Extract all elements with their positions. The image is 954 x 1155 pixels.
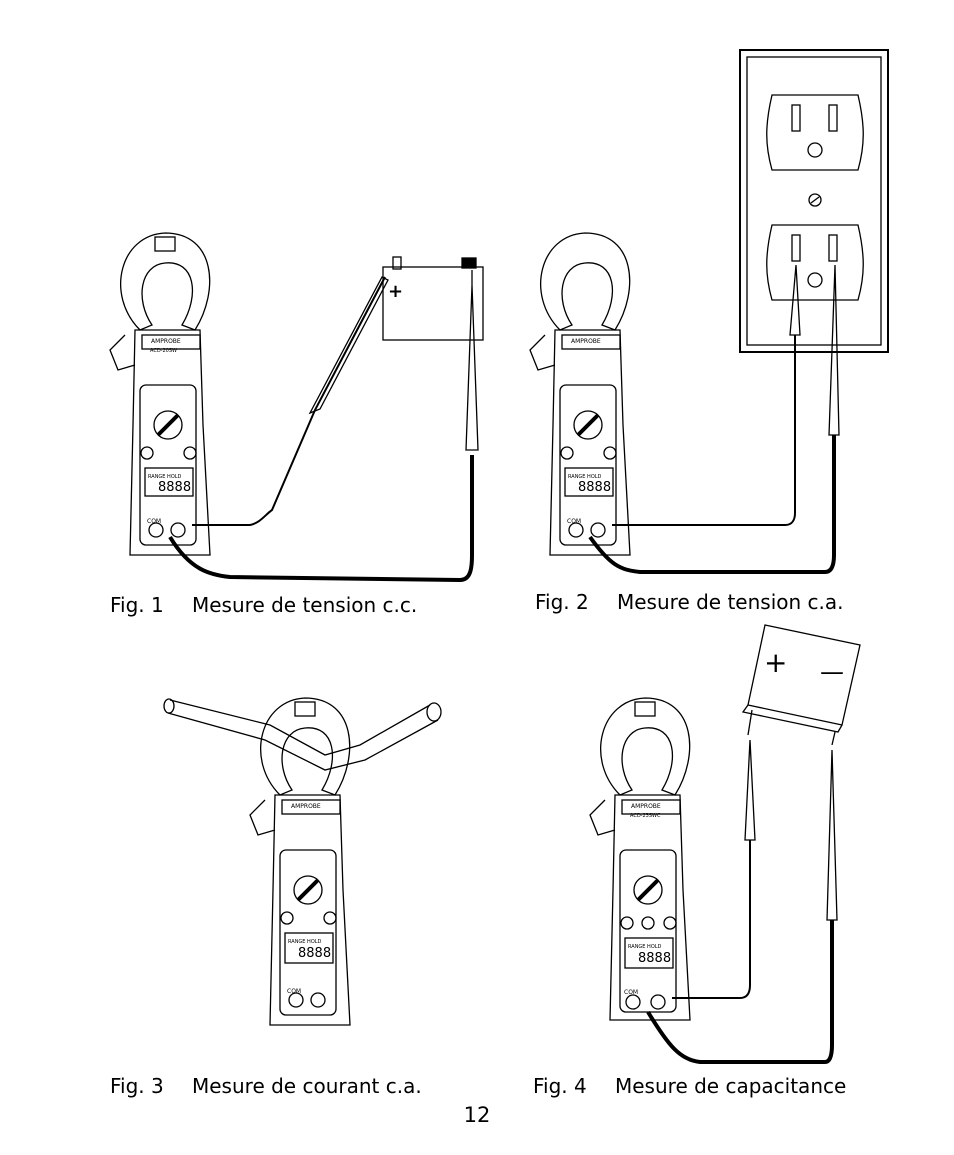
lcd-digits-4: 8888 (638, 951, 671, 966)
lcd-digits-2: 8888 (578, 480, 611, 495)
brand-label-4: AMPROBE (631, 803, 661, 810)
figure-2-illustration: AMPROBE RANGE HOLD 8888 COM (529, 49, 889, 574)
page-number: 12 (463, 1103, 491, 1127)
figure-3-title: Mesure de courant c.a. (192, 1074, 422, 1098)
lcd-header-3: RANGE HOLD (288, 939, 322, 945)
figure-1-illustration: AMPROBE ACD-20SW RANGE HOLD 8888 COM + (109, 232, 484, 583)
lcd-header-4: RANGE HOLD (628, 944, 662, 950)
figure-4-title: Mesure de capacitance (615, 1074, 847, 1098)
com-label-2: COM (567, 518, 581, 525)
figure-3-number: Fig. 3 (110, 1074, 164, 1098)
com-label-4: COM (624, 989, 638, 996)
brand-label-2: AMPROBE (571, 338, 601, 345)
lcd-header-2: RANGE HOLD (568, 474, 602, 480)
figure-2-number: Fig. 2 (535, 590, 589, 614)
figure-2-title: Mesure de tension c.a. (617, 590, 844, 614)
figure-4-illustration: AMPROBE ACD-23SWC RANGE HOLD 8888 COM + … (589, 624, 861, 1064)
com-label-1: COM (147, 518, 161, 525)
figure-4-caption: Fig. 4 Mesure de capacitance (533, 1074, 846, 1098)
figure-3-caption: Fig. 3 Mesure de courant c.a. (110, 1074, 422, 1098)
figure-4-number: Fig. 4 (533, 1074, 587, 1098)
brand-label-1: AMPROBE (151, 338, 181, 345)
lcd-header-1: RANGE HOLD (148, 474, 182, 480)
capacitor-plus-sign: + (764, 646, 787, 679)
battery-plus-sign: + (388, 281, 403, 302)
lcd-digits-1: 8888 (158, 480, 191, 495)
capacitor-minus-sign: — (820, 658, 844, 686)
lcd-digits-3: 8888 (298, 946, 331, 961)
com-label-3: COM (287, 988, 301, 995)
model-label-4: ACD-23SWC (630, 813, 661, 819)
model-label-1: ACD-20SW (150, 348, 177, 354)
brand-label-3: AMPROBE (291, 803, 321, 810)
figure-2-caption: Fig. 2 Mesure de tension c.a. (535, 590, 844, 614)
figure-1-number: Fig. 1 (110, 593, 164, 617)
figure-1-title: Mesure de tension c.c. (192, 593, 418, 617)
figure-3-illustration: AMPROBE RANGE HOLD 8888 COM (163, 697, 442, 1026)
figure-1-caption: Fig. 1 Mesure de tension c.c. (110, 593, 417, 617)
